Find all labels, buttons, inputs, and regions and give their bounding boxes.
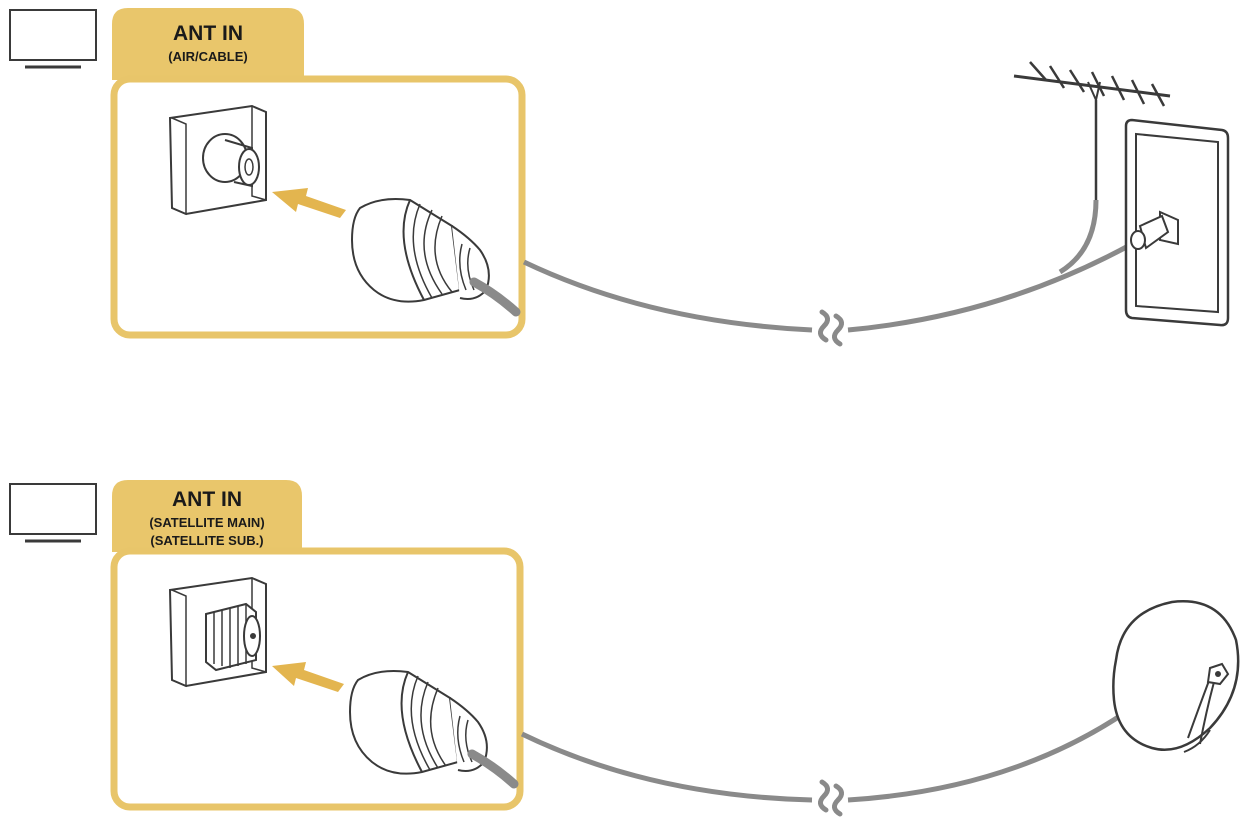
cable (520, 731, 813, 803)
tab-subtitle: (SATELLITE SUB.) (150, 533, 263, 548)
coaxial-plug-icon (350, 198, 490, 303)
tv-icon (9, 9, 97, 69)
cable (847, 709, 1128, 803)
cable-break-icon (818, 309, 844, 347)
cable-break-icon (818, 779, 844, 817)
antenna-icon (1013, 61, 1171, 200)
panel-satellite: ANT IN (SATELLITE MAIN) (SATELLITE SUB.) (9, 480, 1240, 817)
tab-subtitle: (AIR/CABLE) (168, 49, 247, 64)
port-tab: ANT IN (SATELLITE MAIN) (SATELLITE SUB.) (112, 480, 302, 552)
f-type-port-icon (168, 576, 267, 688)
cable-segment (467, 749, 519, 789)
wall-outlet-icon (1124, 118, 1230, 327)
satellite-dish-icon (1112, 600, 1240, 753)
port-tab: ANT IN (AIR/CABLE) (112, 8, 304, 80)
cable (522, 259, 813, 333)
cable-segment (469, 277, 521, 317)
tab-title: ANT IN (173, 22, 243, 45)
tab-subtitle: (SATELLITE MAIN) (149, 515, 264, 530)
antenna-cable (1058, 199, 1099, 275)
insert-arrow-icon (272, 188, 346, 218)
f-type-plug-icon (348, 670, 488, 775)
cable (847, 241, 1134, 333)
coaxial-port-icon (168, 104, 267, 216)
tv-icon (9, 483, 97, 543)
insert-arrow-icon (272, 662, 344, 692)
tab-title: ANT IN (172, 488, 242, 511)
panel-air-cable: ANT IN (AIR/CABLE) (9, 8, 1230, 347)
